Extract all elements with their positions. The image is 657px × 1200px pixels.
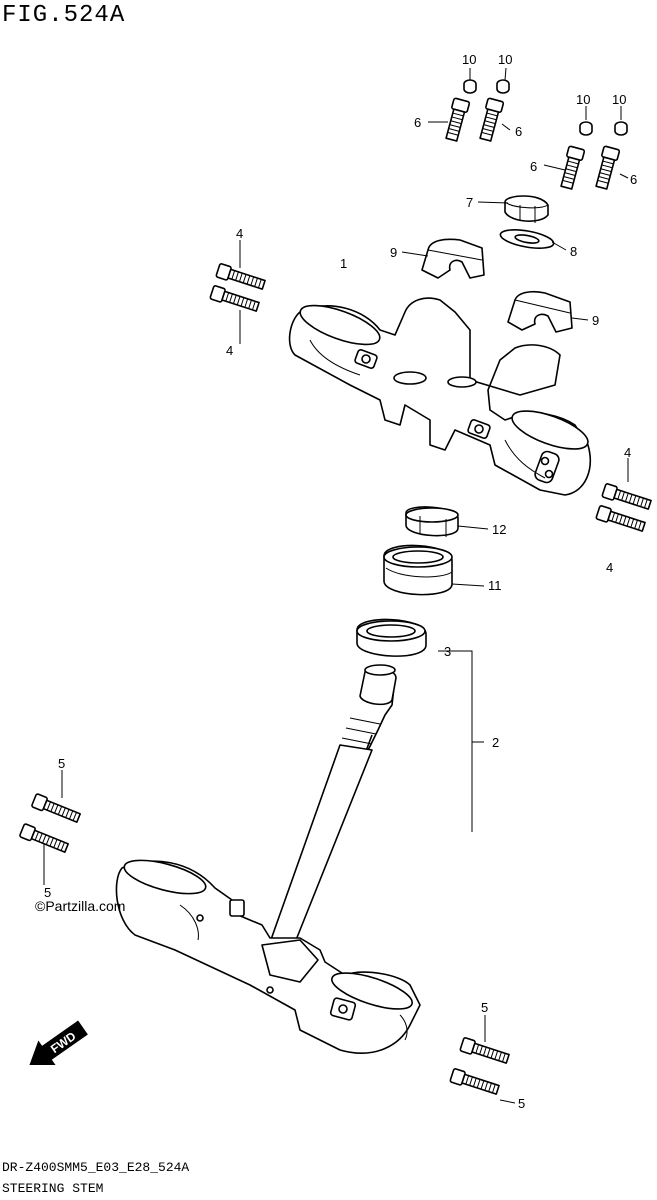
handlebar-clamp-a bbox=[421, 238, 485, 279]
section-name: STEERING STEM bbox=[2, 1181, 104, 1196]
dust-seal bbox=[405, 506, 459, 537]
upper-bracket bbox=[288, 297, 592, 496]
stem-washer bbox=[499, 229, 555, 249]
callout-4d: 4 bbox=[606, 560, 613, 575]
fwd-arrow-icon: FWD bbox=[29, 1020, 88, 1066]
steering-stem bbox=[267, 664, 397, 956]
callout-5c: 5 bbox=[481, 1000, 488, 1015]
callout-5d: 5 bbox=[518, 1096, 525, 1111]
callout-10c: 10 bbox=[576, 92, 590, 107]
callout-10d: 10 bbox=[612, 92, 626, 107]
bolt-4d bbox=[595, 504, 647, 535]
figure-title: FIG.524A bbox=[2, 2, 126, 29]
callout-6b: 6 bbox=[515, 124, 522, 139]
callout-5b: 5 bbox=[44, 885, 51, 900]
callout-9b: 9 bbox=[592, 313, 599, 328]
bolt-5d bbox=[449, 1067, 501, 1098]
bolt-6a bbox=[442, 97, 471, 143]
callout-11: 11 bbox=[488, 578, 502, 593]
handlebar-clamp-b bbox=[507, 290, 573, 333]
model-code: DR-Z400SMM5_E03_E28_524A bbox=[2, 1160, 190, 1175]
bolt-4a bbox=[215, 262, 267, 293]
stem-nut bbox=[504, 195, 549, 223]
bolt-4c bbox=[601, 482, 653, 513]
bolt-6b bbox=[476, 97, 505, 143]
cap-10c bbox=[579, 121, 593, 136]
bearing-upper bbox=[383, 544, 453, 596]
lower-bracket bbox=[115, 859, 421, 1054]
callout-4b: 4 bbox=[226, 343, 233, 358]
callout-6d: 6 bbox=[630, 172, 637, 187]
bolt-6d bbox=[592, 145, 621, 191]
callout-4c: 4 bbox=[624, 445, 631, 460]
cap-10d bbox=[614, 121, 628, 136]
callout-10b: 10 bbox=[498, 52, 512, 67]
bearing-lower bbox=[356, 618, 427, 657]
bolt-5a bbox=[30, 792, 82, 826]
cap-10b bbox=[496, 79, 510, 94]
callout-5a: 5 bbox=[58, 756, 65, 771]
callout-9a: 9 bbox=[390, 245, 397, 260]
cap-10a bbox=[463, 79, 477, 94]
callout-12: 12 bbox=[492, 522, 506, 537]
callout-4a: 4 bbox=[236, 226, 243, 241]
callout-2: 2 bbox=[492, 735, 499, 750]
bolt-4b bbox=[209, 284, 261, 315]
callout-3: 3 bbox=[444, 644, 451, 659]
callout-8: 8 bbox=[570, 244, 577, 259]
watermark-text: ©Partzilla.com bbox=[35, 898, 126, 914]
callout-10a: 10 bbox=[462, 52, 476, 67]
callout-7: 7 bbox=[466, 195, 473, 210]
callout-6c: 6 bbox=[530, 159, 537, 174]
bolt-6c bbox=[557, 145, 586, 191]
callout-6a: 6 bbox=[414, 115, 421, 130]
callout-1: 1 bbox=[340, 256, 347, 271]
